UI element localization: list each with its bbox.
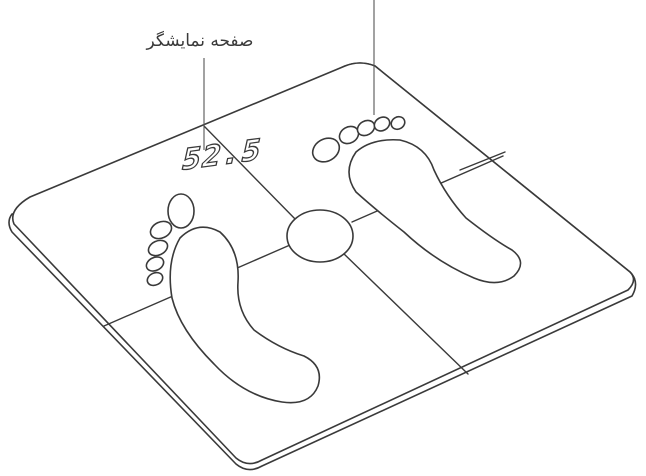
center-sensor-button [286, 209, 354, 263]
right-footprint [311, 115, 522, 284]
display-callout-label: صفحه نمایشگر [146, 31, 254, 51]
left-big-toe [167, 193, 195, 229]
left-footprint [145, 193, 321, 404]
right-toe-4 [373, 116, 391, 132]
scale-platform [11, 62, 635, 465]
divider-top-right-edge [459, 151, 506, 171]
left-toe-2 [149, 220, 173, 240]
right-big-toe [311, 137, 341, 163]
divider-bottom-right [341, 251, 469, 375]
right-foot-sole [348, 138, 522, 284]
left-toe-3 [147, 239, 169, 257]
left-foot-sole [169, 226, 321, 404]
left-toe-5 [146, 271, 164, 287]
divider-top-left [203, 125, 299, 223]
left-toe-4 [145, 256, 165, 272]
right-toe-5 [390, 115, 406, 131]
